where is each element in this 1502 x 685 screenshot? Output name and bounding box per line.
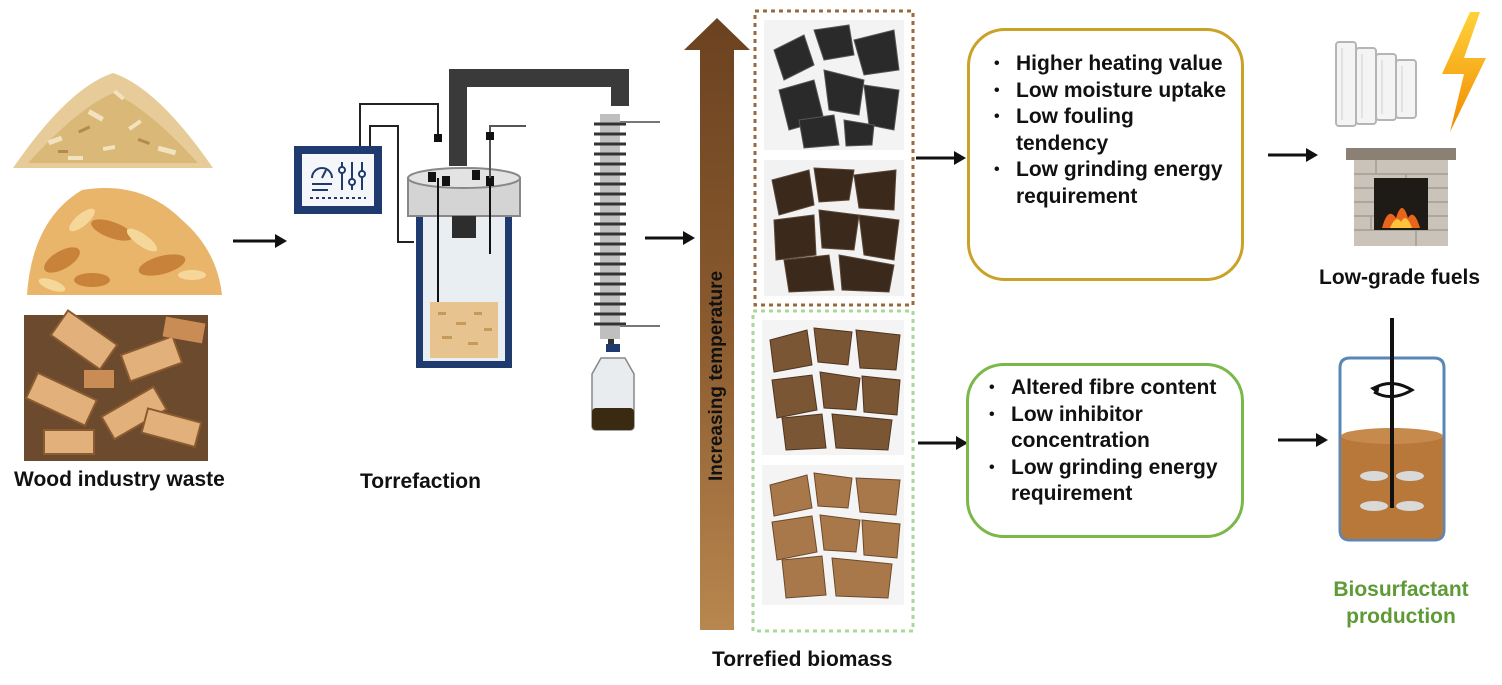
control-panel-icon	[294, 146, 382, 214]
torrefied-light-group	[751, 309, 915, 633]
fermentation-properties-list: Altered fibre content Low inhibitor conc…	[987, 375, 1231, 508]
condenser-icon	[594, 114, 660, 351]
fuel-properties-list: Higher heating value Low moisture uptake…	[992, 51, 1231, 210]
torrefaction-label: Torrefaction	[360, 470, 481, 493]
increasing-temperature-label: Increasing temperature	[706, 270, 727, 481]
fermentation-properties-box: Altered fibre content Low inhibitor conc…	[966, 363, 1244, 538]
biosurfactant-label-line2: production	[1346, 605, 1456, 628]
wood-chips-icon	[13, 73, 213, 168]
reactor-icon	[407, 125, 526, 368]
torrefaction-apparatus	[294, 69, 660, 431]
arrow-right-icon	[916, 151, 966, 165]
wood-shavings-icon	[27, 188, 222, 295]
fireplace-icon	[1346, 148, 1456, 246]
lightning-icon	[1442, 12, 1486, 132]
wood-blocks-icon	[24, 309, 208, 461]
low-grade-fuels-label: Low-grade fuels	[1319, 266, 1481, 289]
list-item: Higher heating value	[992, 51, 1231, 78]
list-item: Altered fibre content	[987, 375, 1231, 402]
list-item: Low inhibitor concentration	[987, 402, 1231, 455]
arrow-right-icon	[1278, 433, 1328, 447]
arrow-right-icon	[645, 231, 695, 245]
arrow-right-icon	[1268, 148, 1318, 162]
list-item: Low fouling tendency	[992, 104, 1231, 157]
torrefied-dark-group	[753, 9, 915, 307]
arrow-right-icon	[918, 436, 968, 450]
bioreactor-icon	[1338, 318, 1446, 542]
list-item: Low grinding energy requirement	[992, 157, 1231, 210]
list-item: Low grinding energy requirement	[987, 455, 1231, 508]
wood-waste-label: Wood industry waste	[14, 468, 225, 491]
fuel-properties-box: Higher heating value Low moisture uptake…	[967, 28, 1244, 281]
list-item: Low moisture uptake	[992, 78, 1231, 105]
radiator-icon	[1335, 41, 1417, 127]
biosurfactant-label-line1: Biosurfactant	[1333, 578, 1469, 601]
torrefied-biomass-label: Torrefied biomass	[712, 648, 893, 671]
biosurfactant-label: Biosurfactant production	[1328, 576, 1474, 630]
arrow-right-icon	[233, 234, 287, 248]
collection-bottle-icon	[591, 344, 635, 431]
temperature-arrow	[684, 18, 750, 630]
